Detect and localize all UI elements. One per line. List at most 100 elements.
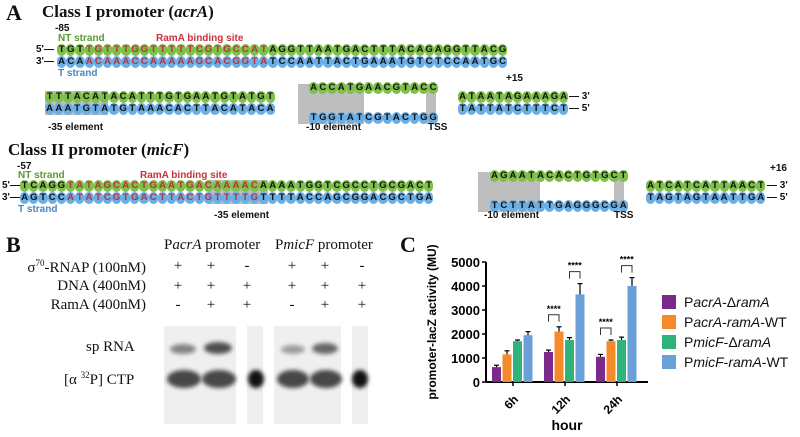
nucleotide: A — [559, 91, 569, 103]
nucleotide: T — [479, 56, 489, 68]
ctp-band — [167, 370, 201, 388]
nucleotide: C — [424, 56, 434, 68]
lane-sign: + — [287, 278, 297, 294]
nucleotide: A — [522, 91, 532, 103]
nucleotide: T — [494, 91, 504, 103]
nucleotide: A — [364, 82, 374, 94]
nucleotide: A — [127, 91, 137, 103]
nucleotide: T — [405, 192, 416, 204]
hdr-prefix: P — [164, 237, 173, 253]
sp-rna-band — [204, 342, 232, 354]
nucleotide: T — [673, 192, 683, 204]
nucleotide: T — [158, 44, 168, 56]
bar — [544, 352, 553, 382]
sigma: σ — [27, 260, 36, 276]
nucleotide: G — [231, 56, 241, 68]
nucleotide: C — [139, 56, 149, 68]
rama-row-label: RamA (400nM) — [50, 297, 146, 313]
nucleotide: T — [345, 82, 355, 94]
nucleotide: A — [57, 56, 67, 68]
nucleotide: A — [167, 56, 177, 68]
nucleotide: A — [237, 91, 248, 103]
ctp-band — [352, 370, 368, 388]
nucleotide: T — [517, 200, 527, 212]
nucleotide: A — [535, 170, 546, 182]
nucleotide: A — [286, 180, 296, 192]
title-gene: acrA — [174, 2, 209, 21]
nucleotide: T — [277, 192, 287, 204]
lane-sign: + — [357, 278, 367, 294]
nucleotide: C — [341, 192, 351, 204]
nucleotide: G — [341, 180, 351, 192]
nucleotide: C — [600, 200, 610, 212]
legend-label: PmicF-ramA-WT — [684, 354, 789, 370]
nucleotide: G — [499, 170, 509, 182]
hdr-prefix: P — [275, 237, 284, 253]
nucleotide: T — [655, 180, 665, 192]
lane-sign: + — [206, 258, 216, 274]
nucleotide: G — [428, 112, 438, 124]
nucleotide: G — [66, 44, 76, 56]
nucleotide: T — [176, 44, 186, 56]
nucleotide: C — [81, 91, 91, 103]
y-axis-label: promoter-lacZ activity (MU) — [425, 244, 439, 399]
legend-label: PacrA-ΔramA — [684, 294, 770, 310]
nucleotide: G — [341, 44, 351, 56]
nucleotide: G — [277, 44, 287, 56]
lane-sign: + — [357, 297, 367, 313]
nucleotide: A — [405, 180, 416, 192]
legend-swatch — [662, 355, 676, 369]
nucleotide: G — [581, 200, 592, 212]
hdr-suffix: promoter — [201, 237, 261, 253]
lane-sign: - — [244, 258, 250, 274]
nucleotide: T — [756, 180, 766, 192]
nucleotide: T — [309, 112, 319, 124]
nucleotide: C — [747, 180, 757, 192]
nucleotide: T — [139, 180, 149, 192]
x-tick-label: 24h — [601, 392, 626, 417]
nucleotide: A — [373, 82, 383, 94]
x-axis-label: hour — [551, 417, 583, 433]
nucleotide: T — [213, 44, 223, 56]
nucleotide: T — [396, 56, 407, 68]
hdr-suffix: promoter — [314, 237, 373, 253]
title-prefix: Class II promoter ( — [8, 140, 147, 159]
nucleotide: T — [286, 192, 296, 204]
nucleotide: A — [369, 56, 379, 68]
nucleotide: A — [148, 56, 159, 68]
nucleotide: T — [112, 44, 122, 56]
nucleotide: G — [130, 44, 140, 56]
title-suffix: ) — [183, 140, 190, 159]
bar — [596, 356, 605, 382]
nucleotide: A — [192, 91, 202, 103]
row2-nt-end: — 3' — [569, 91, 590, 102]
title-prefix: Class I promoter ( — [42, 2, 175, 21]
nucleotide: G — [29, 192, 39, 204]
nucleotide: T — [201, 103, 211, 115]
nucleotide: G — [286, 44, 296, 56]
nucleotide: G — [354, 82, 365, 94]
nucleotide: G — [327, 112, 337, 124]
nucleotide: C — [341, 56, 351, 68]
nucleotide: T — [646, 192, 656, 204]
nucleotide: C — [194, 44, 204, 56]
nucleotide: A — [710, 192, 720, 204]
nucleotide: A — [45, 103, 55, 115]
nucleotide: G — [373, 112, 383, 124]
nucleotide: G — [600, 170, 610, 182]
nucleotide: T — [258, 192, 269, 204]
nucleotide: A — [240, 180, 250, 192]
nucleotide: C — [203, 180, 213, 192]
nucleotide: G — [47, 180, 57, 192]
nucleotide: C — [118, 91, 128, 103]
nucleotide: G — [360, 56, 370, 68]
pmicf-header: PmicF promoter — [275, 237, 373, 254]
y-tick-label: 2000 — [451, 327, 480, 342]
nucleotide: C — [332, 180, 342, 192]
nucleotide: A — [410, 82, 420, 94]
nucleotide: T — [102, 44, 113, 56]
